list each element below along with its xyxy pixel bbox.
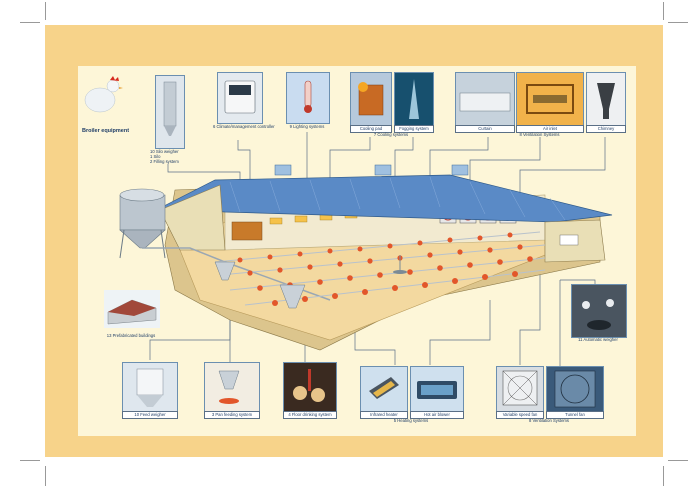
feed-hoppers [214,261,306,309]
air-inlet-label: Air inlet [516,125,584,133]
ventilation-systems-top-label: 8 Ventilation Systems [519,132,560,137]
silo-photo [155,75,185,149]
crop-mark [45,466,46,486]
floor-drinking-label: 4 Floor drinking system [283,411,337,419]
pan-feeding-label: 3 Pan feeding system [204,411,260,419]
filling-system-label: 2 Filling system [150,159,179,164]
page-title: Broiler equipment [82,128,130,134]
climate-controller-photo [217,72,263,124]
hot-air-blower-label: Hot air blower [410,411,464,419]
silo [119,188,166,259]
gable-wall [159,184,226,251]
crop-mark [663,2,664,20]
crop-mark [20,22,40,23]
roof-chimneys [274,164,469,176]
floor-drinking-photo [283,362,337,412]
tunnel-fan-photo [546,366,604,412]
variable-speed-fan-photo [496,366,544,412]
prefab-building-photo [104,290,160,328]
crop-mark [668,460,688,461]
crop-mark [663,466,664,486]
curtain-photo [455,72,515,126]
automatic-weigher-label: 11 Automatic weigher [578,337,618,342]
infrared-heater-label: Infrared heater [360,411,408,419]
crop-mark [20,460,40,461]
climate-controller-label: 6 Climate/management controller [213,124,275,129]
cooling-pad-label: Cooling pad [350,125,392,133]
silo-label: 1 Silo [150,154,161,159]
end-wall-window [559,234,579,246]
cooling-pad-photo [350,72,392,126]
crop-mark [45,2,46,20]
pan-feeding-photo [204,362,260,412]
fogging-photo [394,72,434,126]
lighting-label: 9 Lighting systems [289,124,325,129]
lighting-photo [286,72,330,124]
house-roof [158,174,613,223]
cooling-pad-panel [231,221,263,241]
ventilation-systems-bottom-label: 8 Ventilation Systems [528,418,570,423]
chimney-label: Chimney [586,125,626,133]
tunnel-fan-label: Tunnel fan [546,411,604,419]
heating-systems-label: 5 Heating systems [393,418,429,423]
infrared-heater-photo [360,366,408,412]
hot-air-blower-photo [410,366,464,412]
fogging-label: Fogging system [394,125,434,133]
silo-weigher-label: 10 Silo weigher [150,149,179,154]
feed-weigher-label: 10 Feed weigher [122,411,178,419]
curtain-label: Curtain [455,125,515,133]
cooling-systems-label: 7 Cooling systems [373,132,409,137]
chimney-photo [586,72,626,126]
variable-speed-fan-label: Variable speed fan [496,411,544,419]
automatic-weigher-photo [571,284,627,338]
roof-ribs [229,176,566,221]
prefab-building-label: 13 Prefabricated buildings [106,333,156,338]
feed-weigher-photo [122,362,178,412]
air-inlet-photo [516,72,584,126]
feed-pipe [142,247,331,301]
crop-mark [668,22,688,23]
chicken-icon [84,76,123,113]
